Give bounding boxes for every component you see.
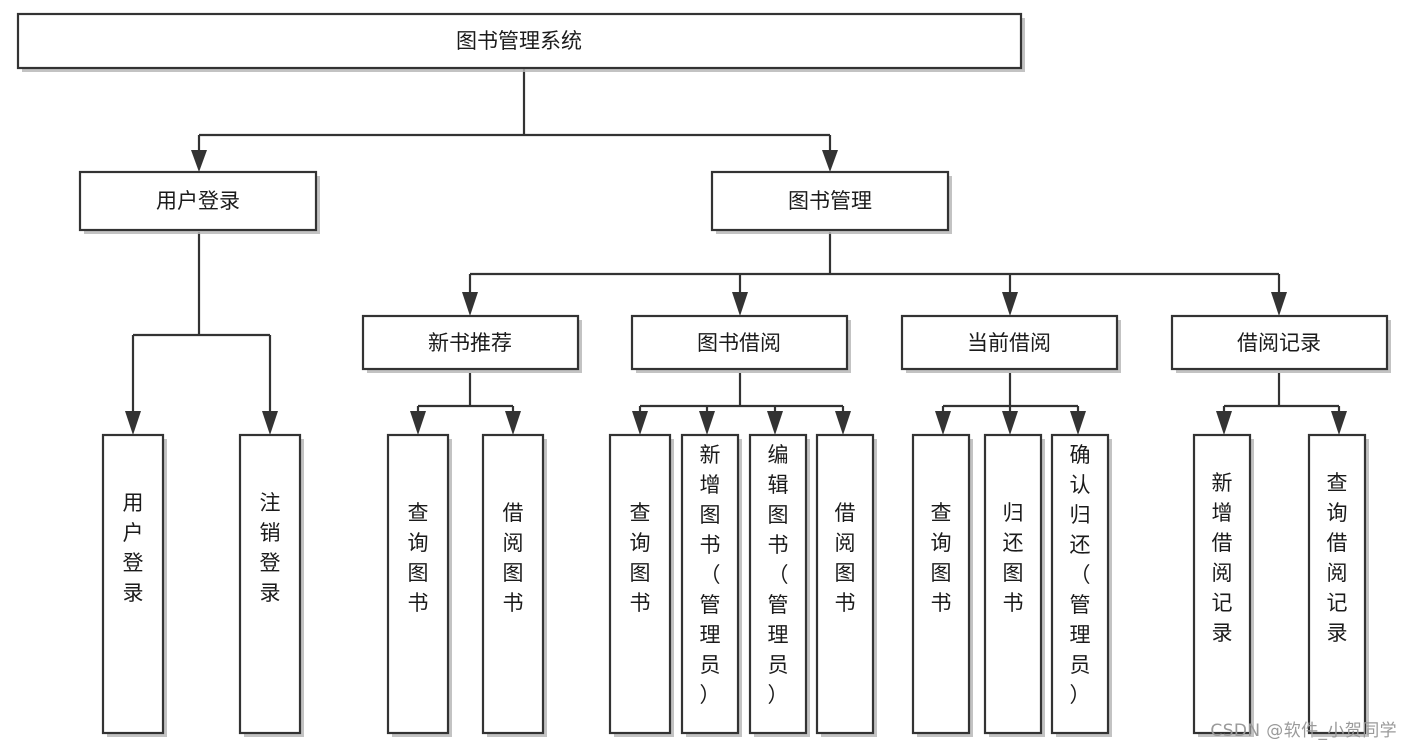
node-leaf-borrow-book-1-rect	[481, 433, 545, 735]
node-current-borrow[interactable]: 当前借阅	[900, 314, 1121, 373]
node-leaf-return-book[interactable]: 归还图书	[983, 433, 1045, 737]
node-leaf-add-record-rect	[1192, 433, 1252, 735]
node-leaf-logout[interactable]: 注销登录	[238, 433, 304, 737]
node-borrow-record-label: 借阅记录	[1237, 331, 1321, 355]
node-leaf-add-book[interactable]: 新增图书（管理员）	[680, 433, 742, 737]
node-leaf-edit-book-rect	[748, 433, 808, 735]
node-book-manage[interactable]: 图书管理	[710, 170, 952, 234]
arrow-head-leaf-query-book-1	[410, 411, 426, 435]
arrow-head-current-borrow	[1002, 292, 1018, 316]
node-book-manage-rect	[710, 170, 950, 232]
connector-layer	[125, 68, 1347, 435]
node-borrow-record[interactable]: 借阅记录	[1170, 314, 1391, 373]
arrow-head-borrow-record	[1271, 292, 1287, 316]
node-leaf-add-book-rect	[680, 433, 740, 735]
arrow-head-leaf-query-record	[1331, 411, 1347, 435]
node-leaf-logout-label: 注销登录	[260, 491, 281, 605]
csdn-watermark: CSDN @软件_小贺同学	[1210, 721, 1397, 741]
node-leaf-query-book-1-label: 查询图书	[408, 501, 429, 615]
node-new-book-rec-label: 新书推荐	[428, 331, 512, 355]
node-root[interactable]: 图书管理系统	[16, 12, 1025, 72]
node-leaf-query-book-1[interactable]: 查询图书	[386, 433, 452, 737]
node-leaf-query-book-3-rect	[911, 433, 971, 735]
arrow-head-leaf-query-book-2	[632, 411, 648, 435]
node-user-login[interactable]: 用户登录	[78, 170, 320, 234]
node-leaf-query-book-2-rect	[608, 433, 672, 735]
arrow-head-leaf-logout	[262, 411, 278, 435]
arrow-head-leaf-edit-book	[767, 411, 783, 435]
node-borrow-record-rect	[1170, 314, 1389, 371]
node-leaf-edit-book-label: 编辑图书（管理员）	[768, 443, 789, 707]
node-leaf-borrow-book-2-rect	[815, 433, 875, 735]
node-leaf-query-book-2[interactable]: 查询图书	[608, 433, 674, 737]
node-leaf-query-record-label: 查询借阅记录	[1327, 471, 1348, 645]
node-leaf-user-login[interactable]: 用户登录	[101, 433, 167, 737]
node-leaf-add-record[interactable]: 新增借阅记录	[1192, 433, 1254, 737]
node-book-borrow-label: 图书借阅	[697, 331, 781, 355]
node-leaf-query-record[interactable]: 查询借阅记录	[1307, 433, 1369, 737]
node-leaf-add-record-label: 新增借阅记录	[1212, 471, 1233, 645]
node-root-label: 图书管理系统	[456, 29, 582, 53]
node-book-manage-label: 图书管理	[788, 189, 872, 213]
node-leaf-query-book-2-label: 查询图书	[630, 501, 651, 615]
node-leaf-logout-rect	[238, 433, 302, 735]
node-book-borrow[interactable]: 图书借阅	[630, 314, 851, 373]
node-leaf-edit-book[interactable]: 编辑图书（管理员）	[748, 433, 810, 737]
arrow-head-user-login	[191, 150, 207, 172]
arrow-head-leaf-return-book	[1002, 411, 1018, 435]
node-leaf-user-login-label: 用户登录	[123, 491, 144, 605]
node-leaf-confirm-return[interactable]: 确认归还（管理员）	[1050, 433, 1112, 737]
arrow-head-new-book-rec	[462, 292, 478, 316]
node-leaf-confirm-return-rect	[1050, 433, 1110, 735]
node-leaf-return-book-rect	[983, 433, 1043, 735]
node-current-borrow-label: 当前借阅	[967, 331, 1051, 355]
arrow-head-book-manage	[822, 150, 838, 172]
arrow-head-leaf-user-login	[125, 411, 141, 435]
node-new-book-rec-rect	[361, 314, 580, 371]
node-user-login-label: 用户登录	[156, 189, 240, 213]
node-current-borrow-rect	[900, 314, 1119, 371]
node-leaf-borrow-book-1[interactable]: 借阅图书	[481, 433, 547, 737]
node-root-rect	[16, 12, 1023, 70]
arrow-head-leaf-borrow-book-1	[505, 411, 521, 435]
node-leaf-query-book-3-label: 查询图书	[931, 501, 952, 615]
arrow-head-leaf-add-book	[699, 411, 715, 435]
arrow-head-leaf-query-book-3	[935, 411, 951, 435]
node-leaf-query-record-rect	[1307, 433, 1367, 735]
arrow-head-leaf-add-record	[1216, 411, 1232, 435]
arrow-head-leaf-borrow-book-2	[835, 411, 851, 435]
arrow-head-book-borrow	[732, 292, 748, 316]
node-leaf-borrow-book-1-label: 借阅图书	[503, 501, 524, 615]
node-leaf-add-book-label: 新增图书（管理员）	[700, 443, 721, 707]
node-leaf-user-login-rect	[101, 433, 165, 735]
node-leaf-return-book-label: 归还图书	[1003, 501, 1024, 615]
node-leaf-borrow-book-2[interactable]: 借阅图书	[815, 433, 877, 737]
node-leaf-query-book-3[interactable]: 查询图书	[911, 433, 973, 737]
node-leaf-query-book-1-rect	[386, 433, 450, 735]
node-user-login-rect	[78, 170, 318, 232]
node-new-book-rec[interactable]: 新书推荐	[361, 314, 582, 373]
node-book-borrow-rect	[630, 314, 849, 371]
node-leaf-confirm-return-label: 确认归还（管理员）	[1070, 443, 1091, 707]
node-leaf-borrow-book-2-label: 借阅图书	[835, 501, 856, 615]
arrow-head-leaf-confirm-return	[1070, 411, 1086, 435]
